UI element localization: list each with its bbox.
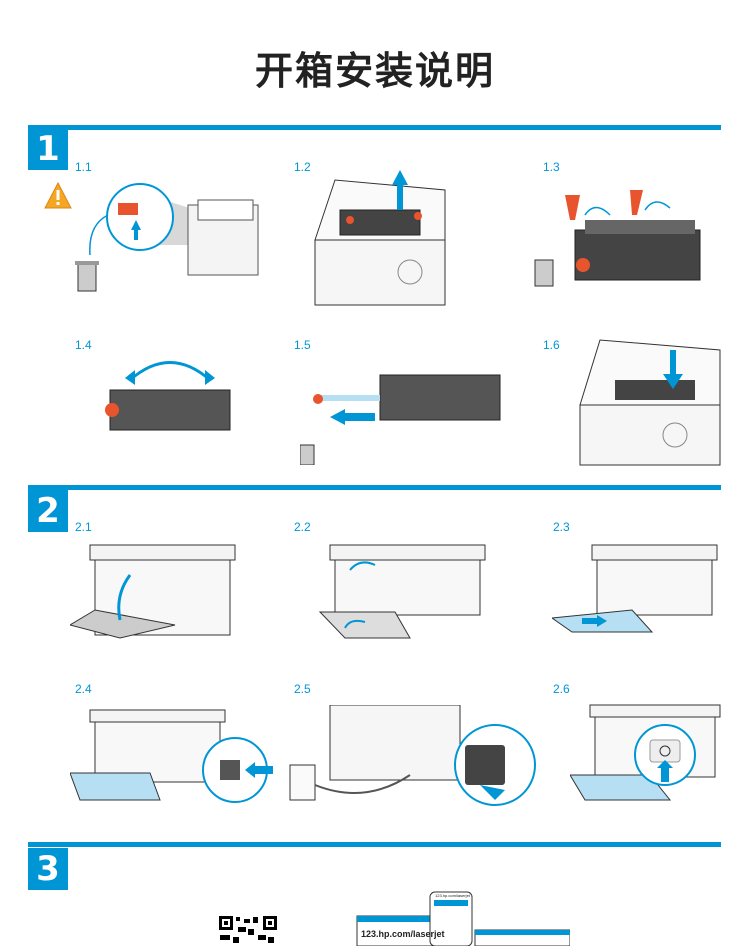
step-label-1-5: 1.5 bbox=[294, 338, 311, 352]
section-1-number: 1 bbox=[28, 128, 68, 170]
illustration-1-5 bbox=[300, 365, 505, 465]
step-label-1-2: 1.2 bbox=[294, 160, 311, 174]
illustration-1-6 bbox=[575, 335, 725, 470]
illustration-1-3 bbox=[525, 180, 710, 300]
illustration-2-3 bbox=[552, 540, 722, 635]
recycle-bin-icon bbox=[75, 261, 99, 292]
illustration-2-4 bbox=[70, 705, 275, 805]
device-illustration: 123.hp.com/laserjet 123.hp.com/laserjet bbox=[355, 890, 570, 946]
warning-icon bbox=[44, 181, 72, 209]
step-label-2-6: 2.6 bbox=[553, 682, 570, 696]
recycle-bin-icon bbox=[534, 259, 554, 287]
step-label-2-2: 2.2 bbox=[294, 520, 311, 534]
illustration-1-1 bbox=[28, 175, 268, 300]
step-label-1-1: 1.1 bbox=[75, 160, 92, 174]
step-label-1-6: 1.6 bbox=[543, 338, 560, 352]
illustration-1-2 bbox=[300, 170, 450, 310]
section-2-bar bbox=[28, 485, 721, 490]
illustration-1-4 bbox=[100, 350, 235, 440]
step-label-2-3: 2.3 bbox=[553, 520, 570, 534]
url-text-phone: 123.hp.com/laserjet bbox=[435, 893, 470, 898]
step-label-1-4: 1.4 bbox=[75, 338, 92, 352]
illustration-2-2 bbox=[315, 540, 490, 640]
qr-code bbox=[218, 915, 278, 946]
illustration-2-5 bbox=[285, 705, 550, 815]
step-label-2-1: 2.1 bbox=[75, 520, 92, 534]
step-label-1-3: 1.3 bbox=[543, 160, 560, 174]
power-icon bbox=[649, 739, 681, 763]
recycle-bin-icon bbox=[300, 444, 315, 465]
section-3-number: 3 bbox=[28, 848, 68, 890]
step-label-2-4: 2.4 bbox=[75, 682, 92, 696]
page-title: 开箱安装说明 bbox=[254, 49, 495, 93]
step-label-2-5: 2.5 bbox=[294, 682, 311, 696]
section-3-bar bbox=[28, 842, 721, 847]
url-text-laptop: 123.hp.com/laserjet bbox=[361, 929, 445, 939]
section-1-bar bbox=[28, 125, 721, 130]
illustration-2-6 bbox=[570, 700, 725, 805]
illustration-2-1 bbox=[70, 540, 240, 640]
section-2-number: 2 bbox=[28, 490, 68, 532]
